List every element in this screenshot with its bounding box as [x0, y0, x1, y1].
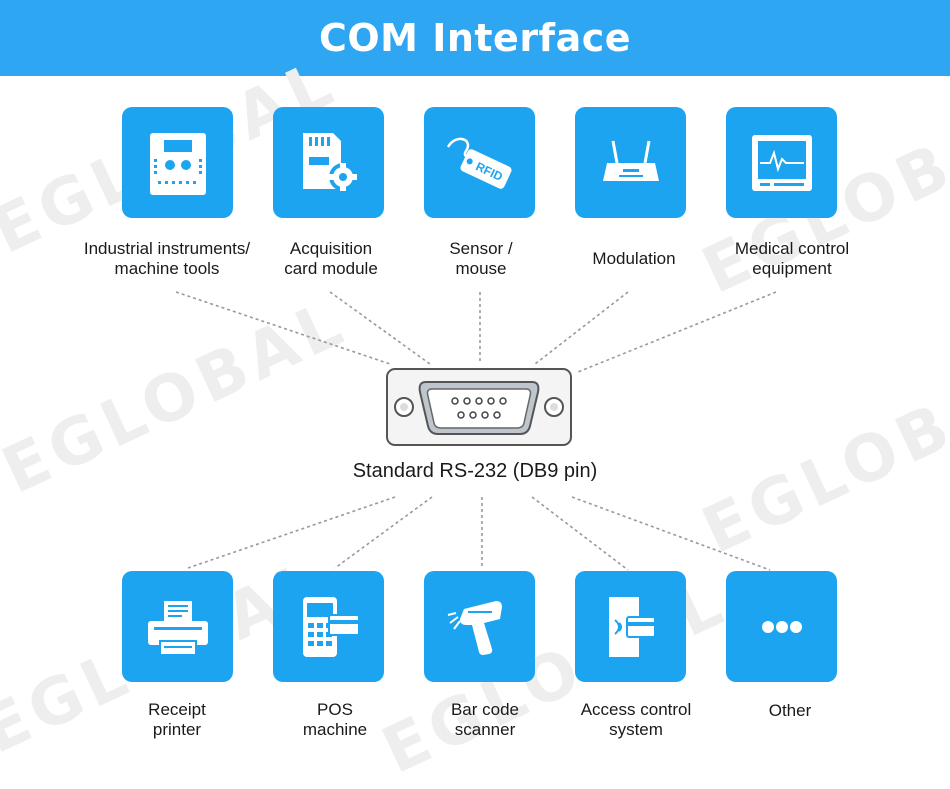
more-dots-icon	[761, 620, 802, 633]
connection-line	[571, 496, 771, 571]
page-title: COM Interface	[318, 16, 632, 60]
connection-line	[175, 291, 391, 365]
connection-line	[577, 291, 777, 373]
device-label: Receipt printer	[148, 700, 206, 739]
device-label: Modulation	[592, 249, 676, 268]
connector-caption: Standard RS-232 (DB9 pin)	[352, 460, 598, 482]
medical-monitor-icon	[751, 134, 812, 191]
device-label: Industrial instruments/ machine tools	[83, 239, 251, 278]
device-label: Bar code scanner	[450, 700, 520, 739]
barcode-scanner-icon	[447, 600, 502, 655]
industrial-instrument-tile	[122, 107, 233, 218]
acquisition-card-icon	[302, 132, 357, 191]
access-control-tile	[575, 571, 686, 682]
medical-monitor-tile	[726, 107, 837, 218]
connection-line	[334, 496, 433, 569]
device-label: Access control system	[580, 700, 692, 739]
device-label: Medical control equipment	[734, 239, 850, 278]
pos-machine-tile	[273, 571, 384, 682]
connection-lines	[175, 291, 777, 571]
access-control-icon	[608, 596, 656, 657]
db9-connector-icon	[386, 368, 572, 446]
barcode-scanner-tile	[424, 571, 535, 682]
device-label: Acquisition card module	[284, 239, 378, 278]
acquisition-card-tile	[273, 107, 384, 218]
pos-machine-icon	[302, 596, 360, 657]
receipt-printer-icon	[147, 600, 208, 656]
rfid-tag-icon: RFID	[446, 137, 512, 189]
other-tile	[726, 571, 837, 682]
industrial-instrument-icon	[149, 132, 206, 195]
connection-line	[534, 291, 629, 365]
rfid-tag-tile: RFID	[424, 107, 535, 218]
device-label: Sensor / mouse	[449, 239, 513, 278]
receipt-printer-tile	[122, 571, 233, 682]
router-icon	[602, 140, 659, 181]
connection-line	[329, 291, 431, 365]
router-tile	[575, 107, 686, 218]
connection-line	[187, 496, 396, 569]
header-banner: COM Interface	[0, 0, 950, 76]
device-label: Other	[768, 701, 812, 720]
device-label: POS machine	[302, 700, 368, 739]
connection-line	[531, 496, 629, 571]
